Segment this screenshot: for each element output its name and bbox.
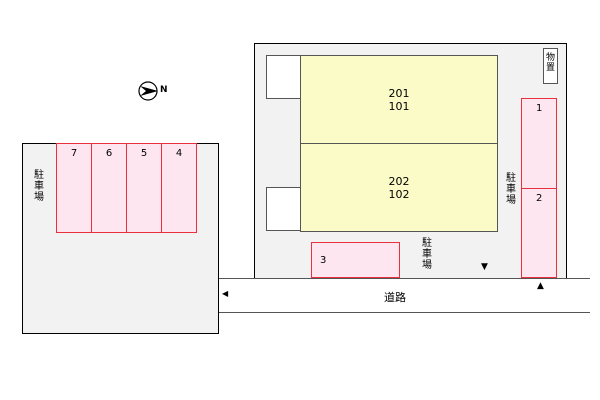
left-parking-label: 駐 車 場 <box>34 170 44 203</box>
parking-space-7: 7 <box>56 143 92 233</box>
road-edge-bottom <box>219 312 590 313</box>
road-edge-top <box>219 278 590 279</box>
right-parking-label: 駐 車 場 <box>506 173 516 206</box>
entrance-arrow-up: ▲ <box>537 281 544 291</box>
north-compass: N <box>138 80 170 102</box>
parking-space-3: 3 <box>311 242 400 278</box>
parking-space-4: 4 <box>161 143 197 233</box>
road-label: 道路 <box>384 291 406 304</box>
entrance-arrow-down: ▼ <box>481 262 488 272</box>
bottom-parking-label: 駐 車 場 <box>422 238 432 271</box>
balcony-upper <box>266 55 301 99</box>
parking-space-2: 2 <box>521 188 557 278</box>
parking-space-6: 6 <box>91 143 127 233</box>
storage-shed: 物 置 <box>543 48 558 84</box>
unit-202-102: 202 102 <box>300 143 498 232</box>
balcony-lower <box>266 187 301 231</box>
compass-label: N <box>160 85 168 95</box>
parking-space-5: 5 <box>126 143 162 233</box>
north-compass-icon <box>138 81 158 101</box>
road-arrow-left: ◀ <box>222 289 229 298</box>
parking-space-1: 1 <box>521 98 557 189</box>
unit-201-101: 201 101 <box>300 55 498 144</box>
